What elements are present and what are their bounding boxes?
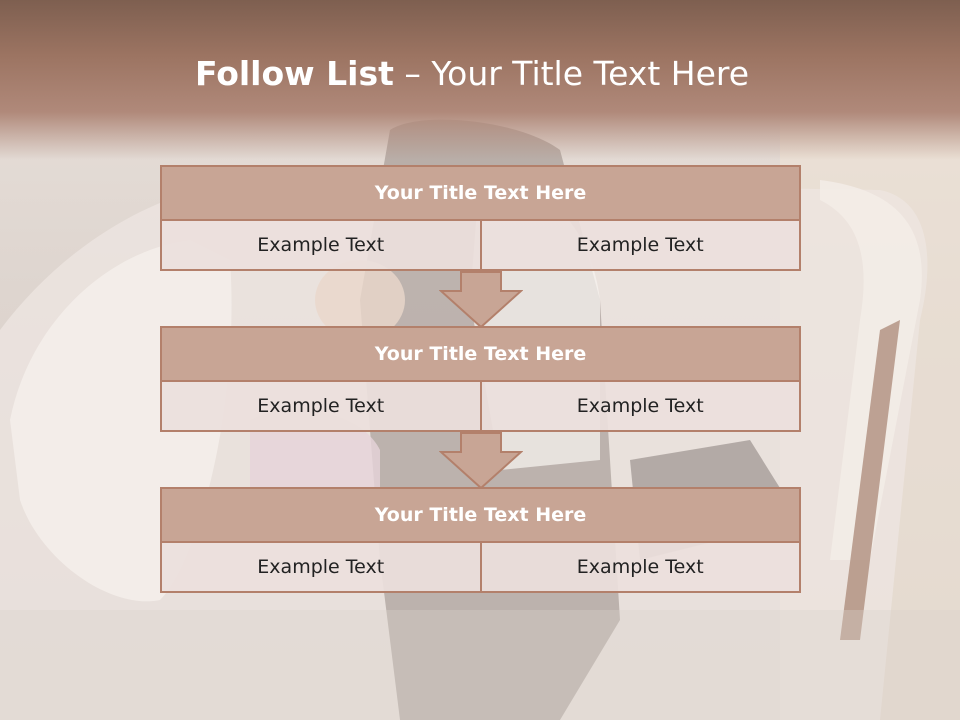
block-cell-right: Example Text	[479, 382, 800, 430]
slide-title-rest: – Your Title Text Here	[393, 54, 750, 93]
block-cell-right: Example Text	[479, 543, 800, 591]
slide-title-bold: Follow List	[194, 54, 394, 93]
block-row: Example Text Example Text	[160, 543, 801, 593]
block-cell-left: Example Text	[257, 556, 385, 578]
header-band	[0, 0, 960, 160]
block-title: Your Title Text Here	[160, 165, 801, 221]
list-block-2: Your Title Text Here Example Text Exampl…	[160, 326, 801, 432]
block-cell-right: Example Text	[479, 221, 800, 269]
list-block-1: Your Title Text Here Example Text Exampl…	[160, 165, 801, 271]
slide-title: Follow List – Your Title Text Here	[0, 54, 944, 93]
block-row: Example Text Example Text	[160, 382, 801, 432]
down-arrow-icon	[439, 432, 523, 490]
block-cell-left: Example Text	[257, 395, 385, 417]
block-cell-left: Example Text	[257, 234, 385, 256]
down-arrow-icon	[439, 271, 523, 329]
block-row: Example Text Example Text	[160, 221, 801, 271]
block-title: Your Title Text Here	[160, 326, 801, 382]
block-title: Your Title Text Here	[160, 487, 801, 543]
list-block-3: Your Title Text Here Example Text Exampl…	[160, 487, 801, 593]
